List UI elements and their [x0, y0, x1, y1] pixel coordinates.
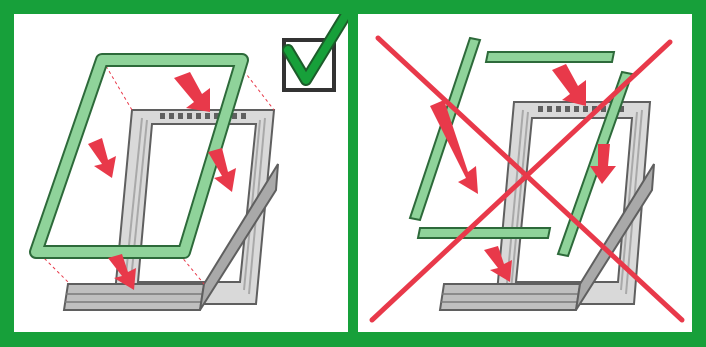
check-mark-icon: [284, 14, 348, 90]
cladding-piece-bottom: [418, 228, 550, 238]
incorrect-installation-panel: [358, 14, 692, 332]
incorrect-installation-illustration: [358, 14, 692, 332]
arrow-down-right: [552, 64, 586, 106]
arrow-down-right: [174, 72, 210, 112]
correct-installation-panel: [14, 14, 348, 332]
cladding-piece-top: [486, 52, 614, 62]
correct-installation-illustration: [14, 14, 348, 332]
window-frame: [440, 102, 654, 310]
window-frame: [64, 110, 278, 310]
arrow-down-right: [88, 138, 116, 178]
